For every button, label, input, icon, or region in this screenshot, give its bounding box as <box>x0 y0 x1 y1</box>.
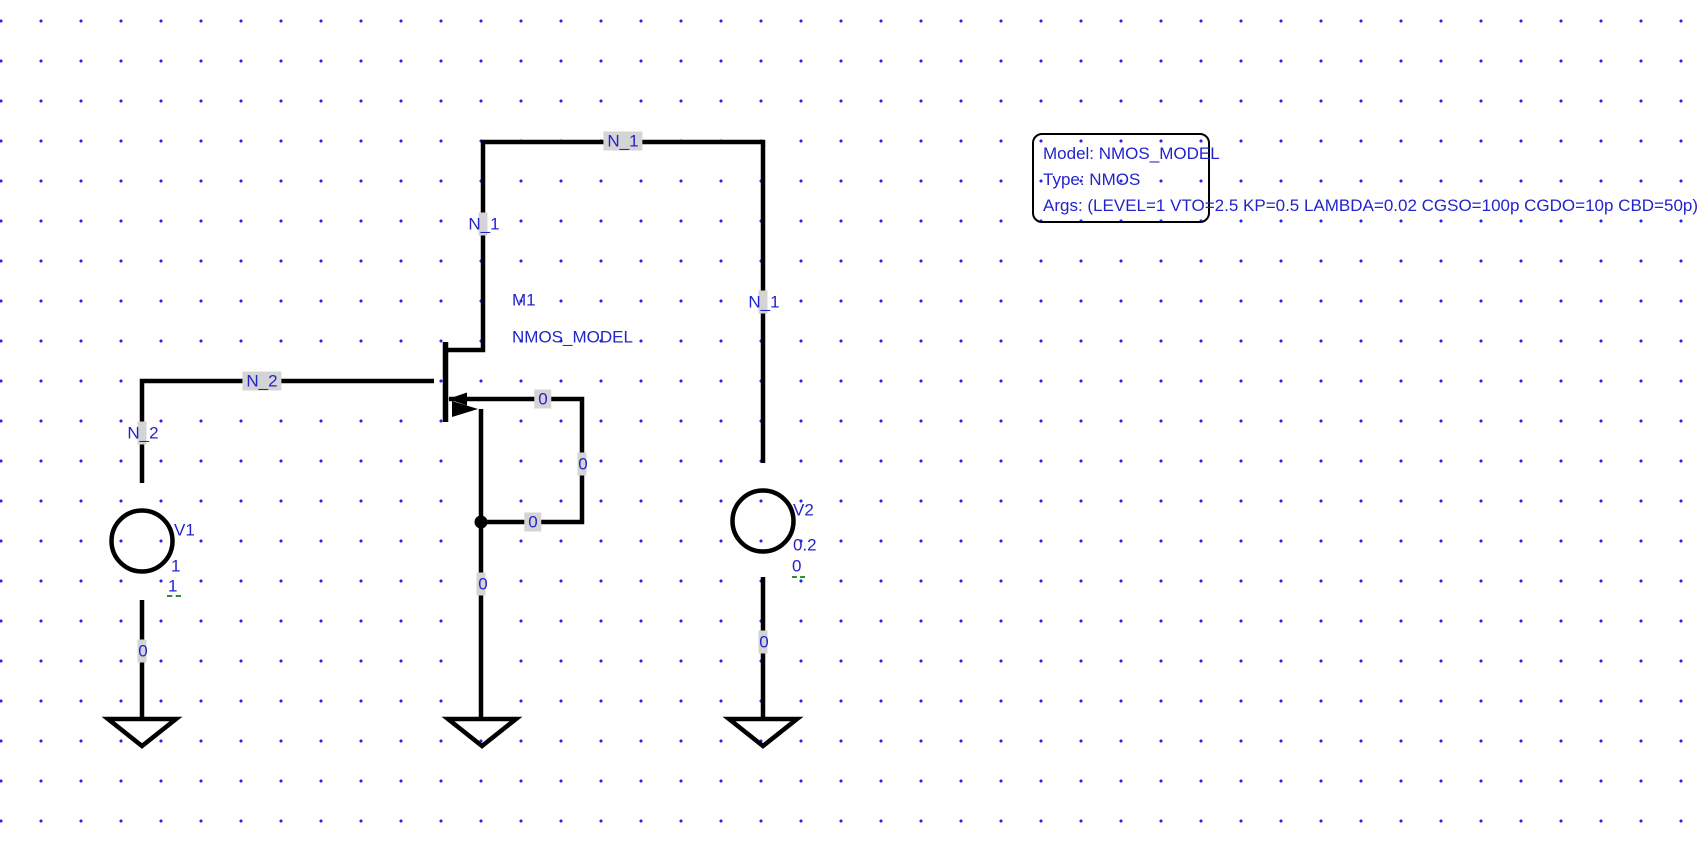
net-label-highlight <box>758 630 768 654</box>
net-label-highlight <box>478 212 488 236</box>
net-label-n2-horizontal[interactable]: N_2 <box>242 371 282 391</box>
wire-net-n2-gate[interactable] <box>139 378 434 483</box>
net-label-highlight <box>137 421 147 445</box>
v2-source-symbol[interactable] <box>730 488 796 554</box>
net-label-gnd-v2[interactable]: 0 <box>759 632 769 652</box>
net-label-highlight <box>758 290 768 314</box>
v2-value2-label[interactable]: 0 <box>792 556 802 576</box>
net-label-gnd-center[interactable]: 0 <box>478 574 488 594</box>
m1-model-label[interactable]: NMOS_MODEL <box>512 327 633 347</box>
v1-value2-label[interactable]: 1 <box>168 576 178 596</box>
nmos-transistor-m1[interactable] <box>442 342 479 422</box>
net-label-n1-top[interactable]: N_1 <box>603 131 643 151</box>
model-annotation-box[interactable]: Model: NMOS_MODEL Type: NMOS Args: (LEVE… <box>1032 133 1697 223</box>
model-box-model-line: Model: NMOS_MODEL <box>1043 144 1220 163</box>
net-label-highlight <box>476 572 486 596</box>
net-label-gnd-loop-right[interactable]: 0 <box>578 454 588 474</box>
net-label-gnd-v1[interactable]: 0 <box>138 641 148 661</box>
net-label-highlight <box>137 639 147 663</box>
wire-source-loop[interactable] <box>449 396 585 525</box>
wire-net-n1[interactable] <box>447 139 766 463</box>
net-label-gnd-loop-bottom[interactable]: 0 <box>524 512 542 532</box>
m1-ref-label[interactable]: M1 <box>512 290 536 310</box>
v2-ref-label[interactable]: V2 <box>793 500 814 520</box>
model-box-type-line: Type: NMOS <box>1043 170 1141 189</box>
spellcheck-underline <box>792 576 805 578</box>
wire-junction-dot <box>474 515 488 529</box>
ground-symbol-v1[interactable] <box>101 716 183 749</box>
net-label-n1-right[interactable]: N_1 <box>748 292 780 312</box>
net-label-n2-vertical[interactable]: N_2 <box>127 423 159 443</box>
ground-symbol-center[interactable] <box>441 716 523 749</box>
v2-value-label[interactable]: 0.2 <box>793 535 817 555</box>
net-label-gnd-source[interactable]: 0 <box>534 389 552 409</box>
source-arrow-icon <box>448 392 467 406</box>
net-label-highlight <box>577 452 587 476</box>
v1-ref-label[interactable]: V1 <box>174 520 195 540</box>
model-box-args-line: Args: (LEVEL=1 VTO=2.5 KP=0.5 LAMBDA=0.0… <box>1043 196 1697 215</box>
bulk-arrow-icon <box>452 401 478 417</box>
net-label-n1-left[interactable]: N_1 <box>468 214 500 234</box>
v1-source-symbol[interactable] <box>109 508 175 574</box>
spellcheck-underline <box>167 595 181 597</box>
ground-symbol-v2[interactable] <box>722 716 804 749</box>
v1-value-label[interactable]: 1 <box>171 556 181 576</box>
